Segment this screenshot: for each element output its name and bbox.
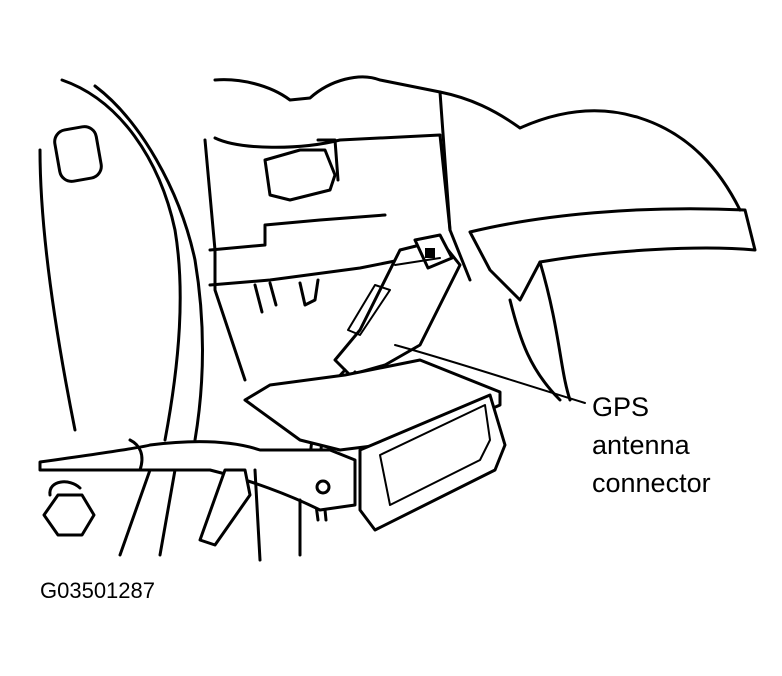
right-lower-panel [508,298,562,402]
callout-leader-line [394,344,586,404]
clip-left [253,281,278,314]
callout-line-1: GPS [592,392,650,422]
lower-bracket-left [118,468,177,557]
left-rounded-panel [38,148,77,432]
lower-bracket-right [253,468,302,562]
column-mount-left [203,138,247,382]
right-panel-curve [538,260,572,402]
connector-latch [347,284,391,336]
left-slot [53,125,103,183]
figure-id: G03501287 [40,578,155,603]
dash-outer-arc [60,78,182,442]
rail-lower [208,256,412,287]
bracket-box-front [358,393,507,532]
bracket-box-inner [379,404,491,506]
connector-ridge [394,257,441,266]
strap-bolt-hole [315,479,331,495]
upper-housing [213,75,742,212]
callout-line-3: connector [592,468,711,498]
gps-antenna-connector-label: GPS antenna connector [592,388,711,502]
hex-bolt-head [48,480,82,497]
callout-line-2: antenna [592,430,690,460]
strap-fold [128,438,144,472]
lower-bracket-tab [198,468,252,547]
gps-connector-pin [425,248,435,258]
dash-inner-arc [93,84,204,442]
switch-tab [316,138,340,182]
switch-block [263,148,337,202]
clip-right [298,278,320,307]
right-wing-panel [468,207,757,302]
mounting-strap [38,440,357,512]
hex-bolt-icon [42,493,96,537]
rail-upper [208,213,387,252]
column-mount-vertical [438,90,472,282]
upper-housing-lower-edge [213,133,452,232]
